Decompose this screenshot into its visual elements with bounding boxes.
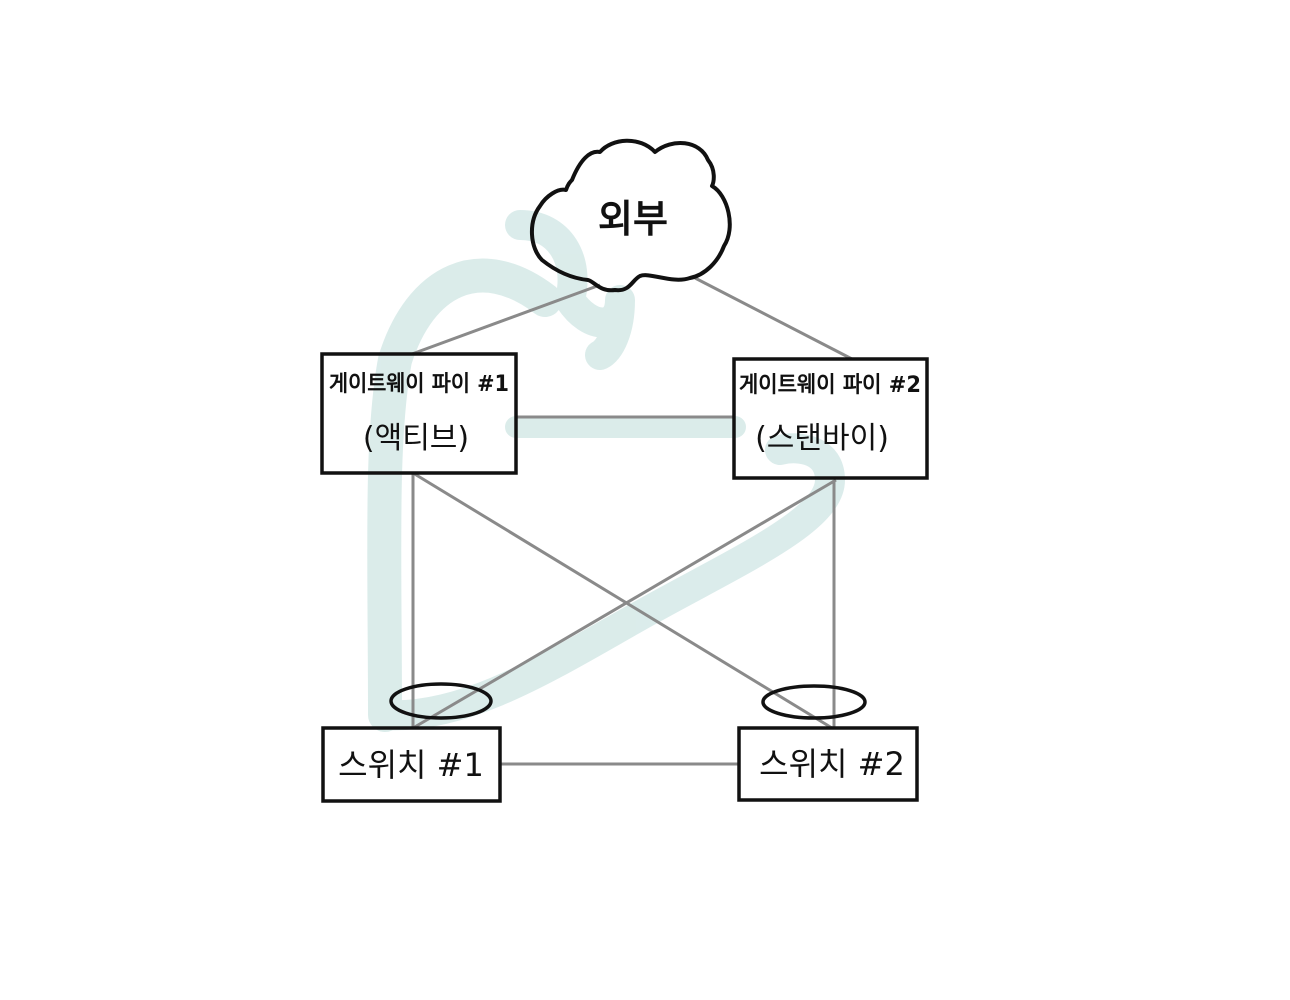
switch-2-box [737,726,919,802]
gateway-pi-1-box [320,352,518,475]
active-path-highlight [367,210,845,732]
switch-2-label: 스위치 #2 [759,745,905,783]
gateway-pi-2-box [732,357,929,480]
gateway-pi-2-role: (스탠바이) [755,421,889,456]
cloud-external: 외부 [530,138,732,293]
switch-2: 스위치 #2 [737,684,919,802]
switch-1-port-ellipse [389,682,493,720]
gateway-pi-2: 게이트웨이 파이 #2 (스탠바이) [732,357,929,480]
links [411,276,853,766]
highlight-stroke-cloud-loop [505,210,635,370]
switch-1-label: 스위치 #1 [338,746,484,784]
switch-1-box [321,726,502,803]
gateway-pi-1-label: 게이트웨이 파이 #1 [329,372,509,397]
link-gw2-sw1 [412,478,837,730]
gateway-pi-1-role: (액티브) [363,421,469,456]
link-cloud-gw2 [694,276,853,361]
switch-1: 스위치 #1 [321,682,502,803]
gateway-pi-2-label: 게이트웨이 파이 #2 [739,373,921,398]
switch-2-port-ellipse [761,684,867,720]
cloud-label: 외부 [598,197,668,241]
link-cloud-gw1 [411,283,601,356]
highlight-stroke [367,258,562,732]
link-gw1-sw2 [412,471,833,730]
cloud-shape [530,138,732,293]
gateway-pi-1: 게이트웨이 파이 #1 (액티브) [320,352,518,475]
highlight-stroke-return [370,433,845,731]
